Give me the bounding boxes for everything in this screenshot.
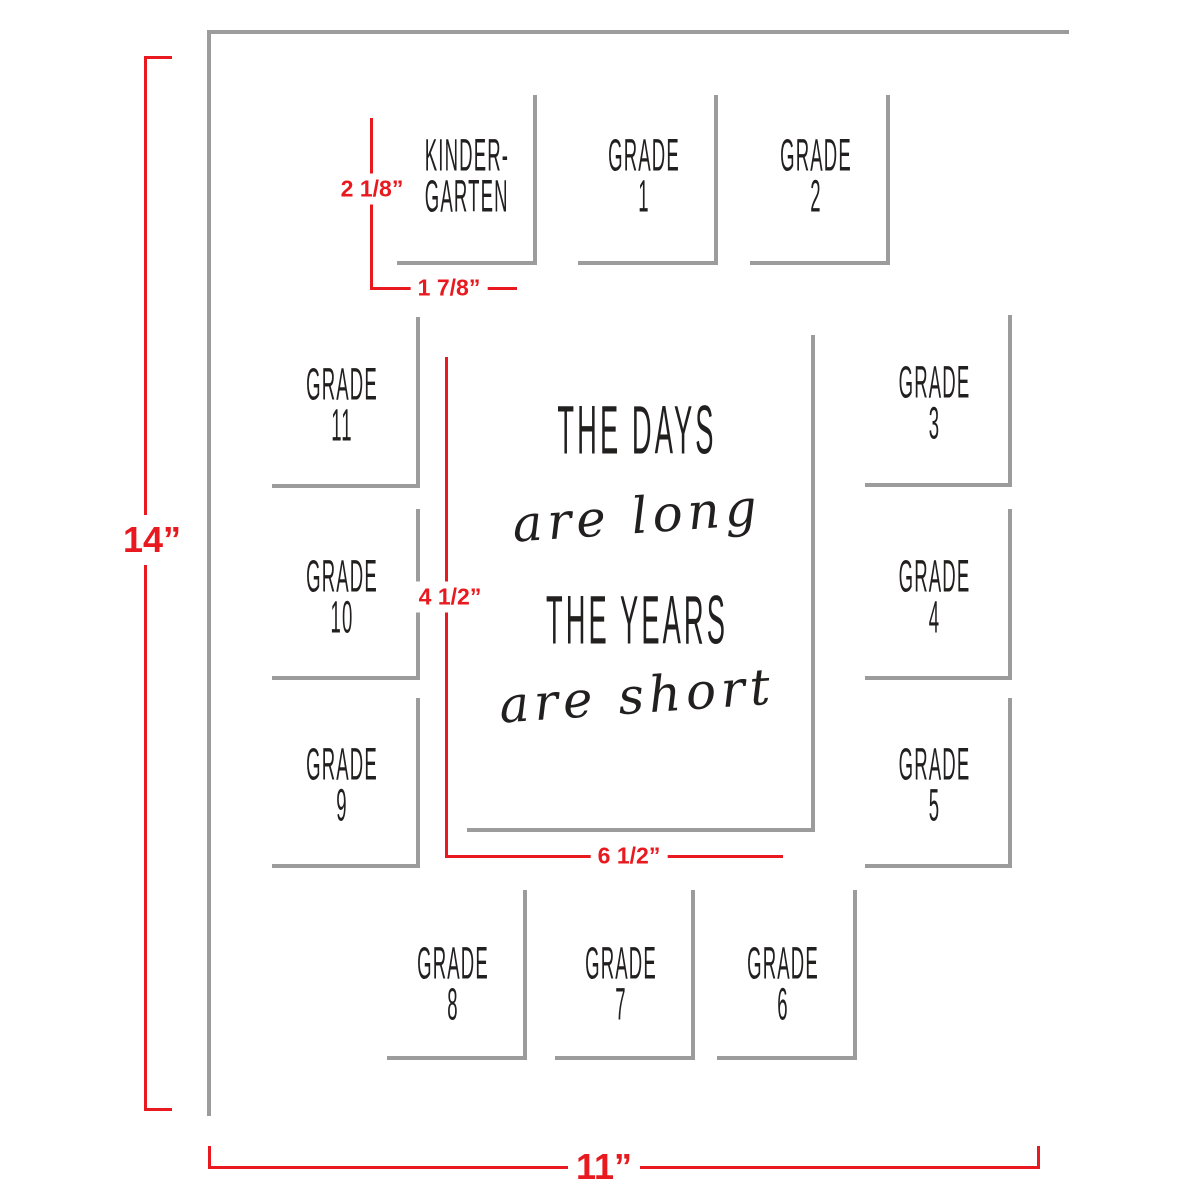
opening-grade-4: GRADE 4 xyxy=(865,509,1012,680)
small-opening-width-label: 1 7/8” xyxy=(410,272,488,304)
height-dim-top-tick xyxy=(144,56,172,59)
center-opening-width-label: 6 1/2” xyxy=(590,840,668,872)
opening-label-line2: 9 xyxy=(336,779,348,831)
height-dim-label: 14” xyxy=(114,515,190,565)
center-opening-height-label: 4 1/2” xyxy=(411,581,489,613)
opening-label-line1: GRADE xyxy=(306,357,378,410)
opening-label-line2: 2 xyxy=(810,170,822,222)
opening-grade-6: GRADE 6 xyxy=(717,890,857,1060)
opening-label-line2: 11 xyxy=(331,398,353,451)
width-dim-right-tick xyxy=(1037,1146,1040,1169)
opening-label-line2: GARTEN xyxy=(424,170,509,222)
opening-grade-1: GRADE 1 xyxy=(578,95,718,265)
opening-label-line1: GRADE xyxy=(585,937,657,989)
opening-label: GRADE 4 xyxy=(865,550,1004,642)
opening-grade-3: GRADE 3 xyxy=(865,315,1012,487)
quote-line-1: THE DAYS xyxy=(557,393,717,470)
mat-outer-top-edge xyxy=(207,30,1069,34)
opening-grade-2: GRADE 2 xyxy=(750,95,890,265)
quote-line-3: THE YEARS xyxy=(545,583,729,660)
quote-line-2: are long xyxy=(510,478,764,554)
opening-label-line1: GRADE xyxy=(898,549,971,602)
opening-label-line1: GRADE xyxy=(898,356,971,408)
opening-label-line1: GRADE xyxy=(306,549,378,602)
opening-label: KINDER- GARTEN xyxy=(397,129,529,221)
opening-label-line1: GRADE xyxy=(747,937,819,989)
opening-label: GRADE 2 xyxy=(750,129,882,221)
opening-label-line2: 5 xyxy=(928,779,941,831)
opening-label-line2: 10 xyxy=(330,590,354,643)
opening-label-line1: GRADE xyxy=(898,738,971,790)
small-opening-height-label: 2 1/8” xyxy=(333,173,411,205)
opening-label-line2: 7 xyxy=(615,978,627,1030)
opening-label-line1: GRADE xyxy=(417,937,489,989)
opening-label-line1: KINDER- xyxy=(424,129,510,181)
center-opening: THE DAYS are long THE YEARS are short xyxy=(467,335,815,832)
mat-outer-left-edge xyxy=(207,30,211,1116)
opening-label-line1: GRADE xyxy=(306,738,378,790)
opening-label: GRADE 6 xyxy=(717,937,849,1029)
width-dim-left-tick xyxy=(208,1146,211,1169)
opening-label: GRADE 5 xyxy=(865,739,1004,831)
opening-grade-8: GRADE 8 xyxy=(387,890,527,1060)
opening-kindergarten: KINDER- GARTEN xyxy=(397,95,537,265)
height-dim-bottom-tick xyxy=(144,1108,172,1111)
width-dim-label: 11” xyxy=(567,1142,641,1192)
opening-grade-11: GRADE 11 xyxy=(272,317,420,488)
opening-label-line1: GRADE xyxy=(780,129,852,181)
opening-label: GRADE 7 xyxy=(555,937,687,1029)
opening-label-line2: 6 xyxy=(777,978,789,1030)
height-dim-line xyxy=(144,56,147,1111)
opening-label: GRADE 8 xyxy=(387,937,519,1029)
opening-label-line2: 3 xyxy=(928,397,941,449)
opening-label: GRADE 9 xyxy=(272,739,412,831)
opening-label-line2: 4 xyxy=(928,590,941,643)
quote-line-4: are short xyxy=(497,657,777,735)
opening-label-line2: 8 xyxy=(447,978,459,1030)
opening-label: GRADE 1 xyxy=(578,129,710,221)
opening-label-line1: GRADE xyxy=(608,129,680,181)
opening-label: GRADE 11 xyxy=(272,358,412,450)
opening-label: GRADE 3 xyxy=(865,356,1004,448)
opening-label-line2: 1 xyxy=(638,170,650,222)
opening-grade-5: GRADE 5 xyxy=(865,698,1012,868)
opening-grade-10: GRADE 10 xyxy=(272,509,420,680)
opening-grade-7: GRADE 7 xyxy=(555,890,695,1060)
opening-grade-9: GRADE 9 xyxy=(272,698,420,868)
opening-label: GRADE 10 xyxy=(272,550,412,642)
